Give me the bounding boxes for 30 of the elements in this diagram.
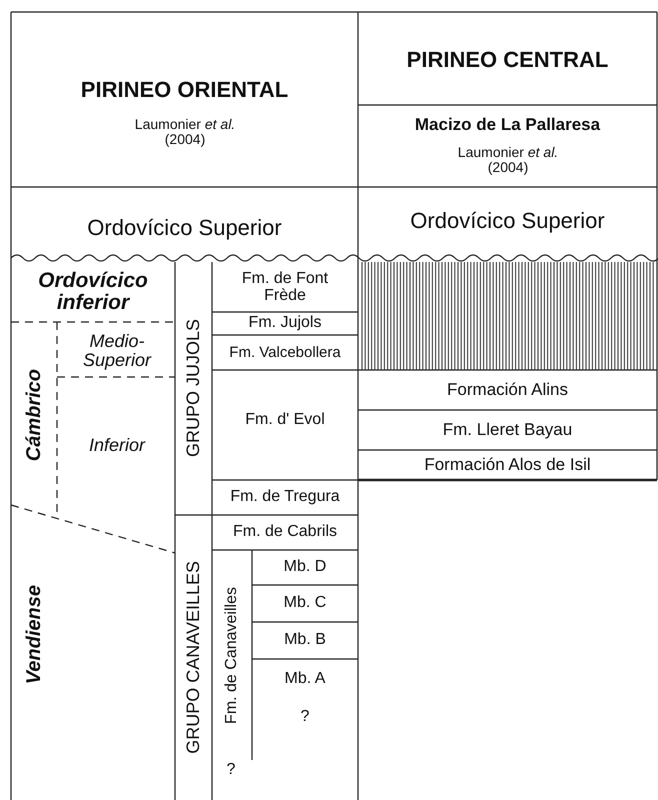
formation-label: Fm. d' Evol [245, 412, 325, 428]
formation-label: Fm. Jujols [248, 315, 322, 332]
formation-label: Fm. Lleret Bayau [442, 421, 572, 439]
formation-label: Fm. de Tregura [230, 489, 340, 506]
period-label: Ordovícico inferior [37, 270, 149, 314]
member-label: Mb. D [284, 559, 326, 576]
member-label: Mb. A [284, 670, 326, 688]
period-label: Cámbrico [24, 368, 44, 462]
question-mark: ? [226, 762, 236, 778]
question-mark: ? [300, 708, 310, 726]
subheading: Macizo de La Pallaresa [414, 116, 600, 134]
formation-label: Fm. de Font Frède [240, 271, 330, 305]
reference-text: Laumonier et al. (2004) [456, 145, 560, 175]
epoch-label: Medio-Superior [82, 332, 152, 370]
formation-label: Formación Alins [447, 381, 568, 399]
formation-label: Fm. de Cabrils [232, 524, 338, 541]
period-label: Ordovícico Superior [87, 216, 282, 240]
member-label: Mb. C [284, 595, 326, 612]
period-label: Ordovícico Superior [410, 209, 605, 233]
group-label: GRUPO JUJOLS [184, 319, 203, 458]
group-label: GRUPO CANAVEILLES [184, 561, 203, 754]
column-heading: PIRINEO ORIENTAL [80, 78, 288, 102]
period-label: Vendiense [24, 585, 44, 685]
formation-label: Formación Alos de Isil [424, 456, 591, 474]
formation-label: Fm. Valcebollera [229, 344, 341, 360]
member-label: Mb. B [284, 632, 326, 649]
column-heading: PIRINEO CENTRAL [406, 48, 608, 72]
formation-label: Fm. de Canaveilles [224, 586, 240, 724]
epoch-label: Inferior [88, 436, 146, 454]
reference-text: Laumonier et al. (2004) [134, 117, 236, 147]
